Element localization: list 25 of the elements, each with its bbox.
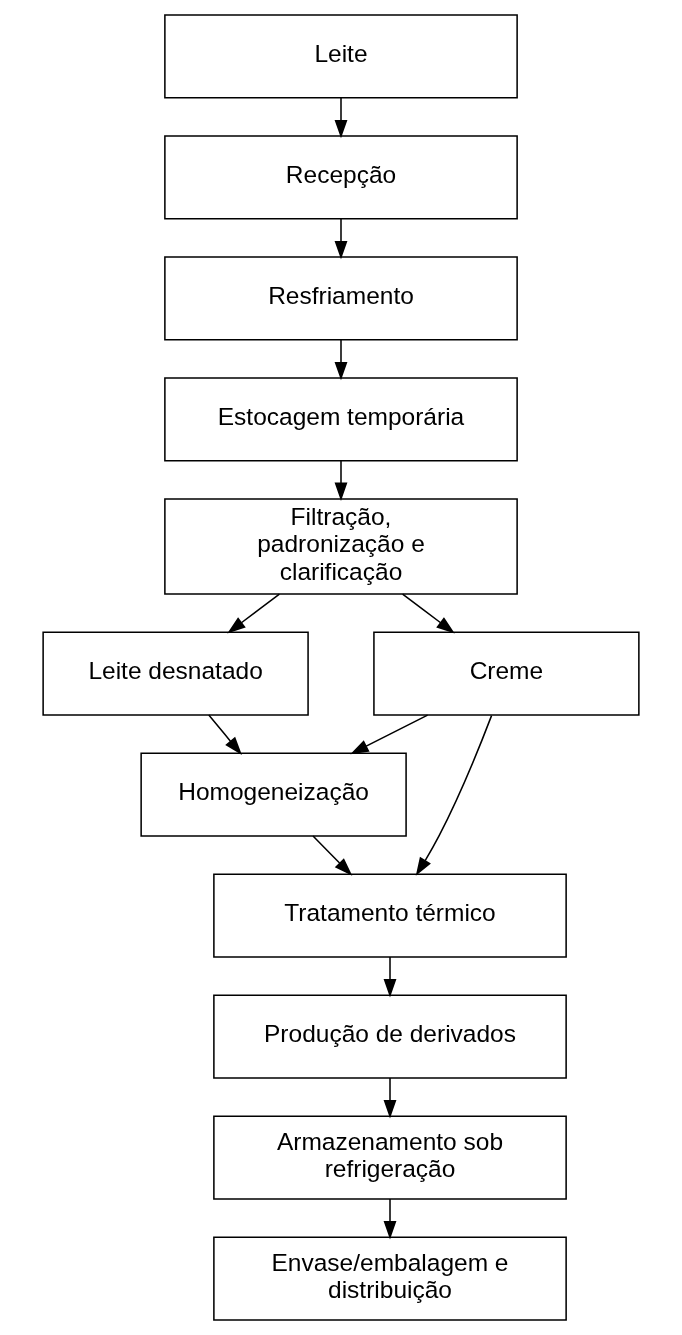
node-box: Tratamento térmico [213,873,567,958]
arrow [334,460,348,501]
node-box: Envase/embalagem e distribuição [213,1236,567,1321]
node-box: Recepção [164,135,518,220]
node-box: Homogeneização [140,752,407,837]
arrow [383,956,397,998]
node-box: Estocagem temporária [164,377,518,462]
arrow [227,593,281,634]
node-box: Leite desnatado [42,631,309,716]
arrow [334,97,348,139]
arrow [383,1198,397,1240]
arrow [401,593,455,634]
arrow [383,1077,397,1119]
arrow [334,218,348,260]
arrow [350,714,429,755]
node-box: Creme [373,631,640,716]
node-box: Leite [164,14,518,99]
node-box: Filtração, padronização e clarificação [164,498,518,595]
arrow [415,714,493,876]
arrow [208,714,242,755]
node-box: Armazenamento sob refrigeração [213,1115,567,1200]
node-box: Resfriamento [164,256,518,341]
arrow [312,835,353,876]
node-box: Produção de derivados [213,994,567,1079]
arrow [334,339,348,381]
